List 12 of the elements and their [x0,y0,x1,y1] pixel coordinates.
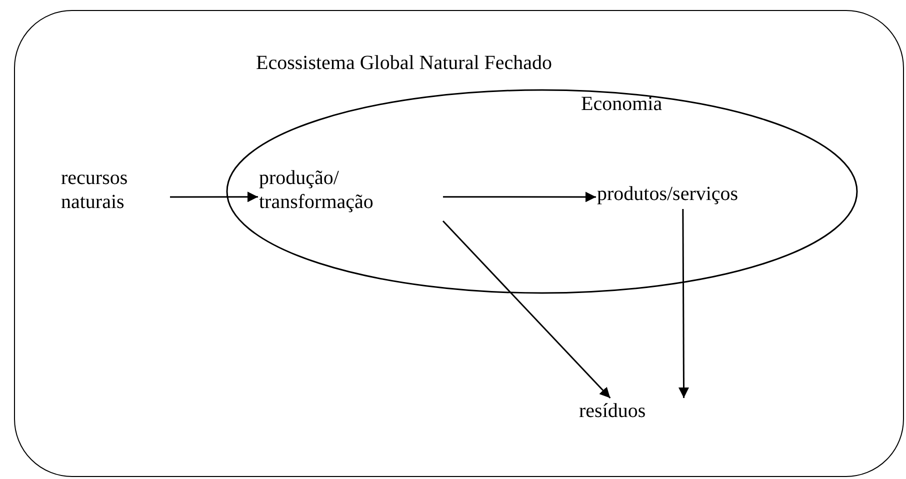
rounded-boundary-box [14,10,904,477]
arrow [443,192,596,202]
arrow [442,220,611,399]
label-text: produtos/serviços [597,182,809,210]
label-text: produção/ transformação [259,166,444,222]
economy-ellipse [226,89,858,294]
heading-text: Economia [581,92,662,116]
arrow [678,209,689,398]
label-text: resíduos [579,399,671,427]
heading-text: Ecossistema Global Natural Fechado [256,51,552,75]
label-text: recursos naturais [61,166,171,216]
arrow [170,192,258,202]
